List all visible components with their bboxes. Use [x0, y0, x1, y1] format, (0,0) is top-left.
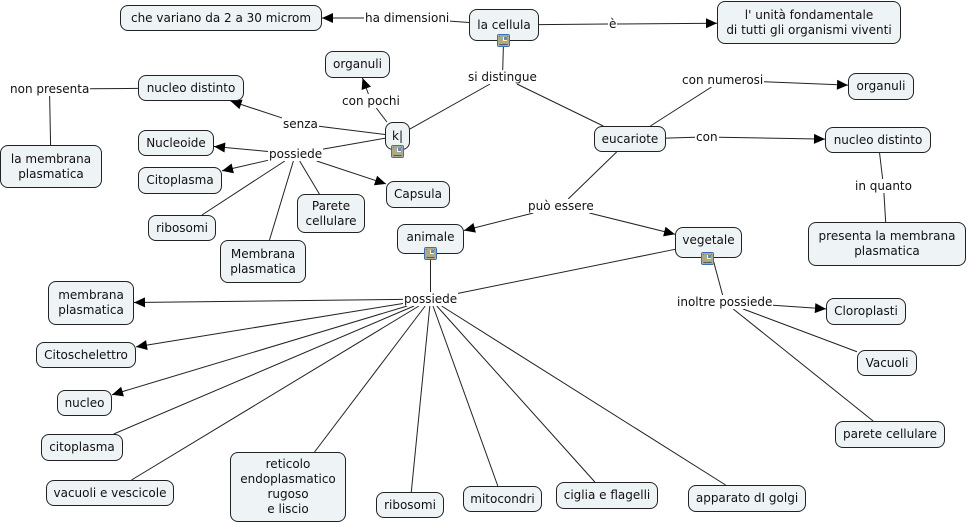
- arrowhead-icon: [836, 79, 848, 90]
- link-si-distingue[interactable]: si distingue: [467, 70, 538, 84]
- concept-eucariote[interactable]: eucariote: [594, 126, 666, 152]
- link-possiede-animale[interactable]: possiede: [403, 292, 459, 306]
- arrowhead-icon: [813, 133, 825, 144]
- concept-citoscheletro[interactable]: Citoschelettro: [36, 342, 136, 368]
- concept-membrana-plasmatica-animale[interactable]: membrana plasmatica: [48, 281, 134, 325]
- concept-citoplasma-procariote[interactable]: Citoplasma: [138, 167, 222, 194]
- connection-possiede_a-nucleo_a: [111, 305, 408, 396]
- concept-vacuoli-e-vescicole[interactable]: vacuoli e vescicole: [46, 480, 174, 506]
- concept-ribosomi-animale[interactable]: ribosomi: [376, 492, 444, 518]
- arrowhead-icon: [230, 99, 243, 110]
- concept-apparato-di-golgi[interactable]: apparato dI golgi: [688, 485, 806, 512]
- arrowhead-icon: [222, 163, 234, 174]
- connection-in_quanto-presenta_membrana: [883, 192, 887, 223]
- connection-vegetale-possiede_a: [457, 248, 676, 294]
- concept-nucleo[interactable]: nucleo: [57, 390, 112, 416]
- connection-eucariote-con_numerosi: [650, 86, 712, 127]
- connection-possiede_a-ribosomi_a: [410, 305, 431, 493]
- connection-possiede_p-ribosomi_p: [201, 160, 286, 216]
- connection-possiede_a-golgi: [441, 305, 726, 486]
- concept-citoplasma-animale[interactable]: citoplasma: [41, 434, 123, 461]
- concept-ciglia-e-flagelli[interactable]: ciglia e flagelli: [556, 482, 658, 509]
- link-senza[interactable]: senza: [282, 117, 319, 131]
- concept-la-membrana-plasmatica[interactable]: la membrana plasmatica: [0, 145, 102, 188]
- connection-procariote-con_pochi: [375, 107, 388, 123]
- connection-si_distingue-eucariote: [516, 83, 604, 127]
- connection-procariote-senza: [318, 125, 386, 135]
- connection-si_distingue-procariote: [409, 83, 491, 130]
- connection-eucariote-con: [665, 136, 696, 139]
- connection-possiede_a-vacuoli_vescicole: [131, 305, 420, 481]
- arrowhead-icon: [134, 297, 146, 308]
- link-ha-dimensioni[interactable]: ha dimensioni: [364, 11, 451, 25]
- concept-unita-fondamentale[interactable]: l' unità fondamentale di tutti gli organ…: [717, 1, 901, 44]
- link-possiede-procariote[interactable]: possiede: [268, 147, 324, 161]
- link-e[interactable]: è: [608, 17, 618, 31]
- arrowhead-icon: [705, 18, 717, 29]
- connection-puo_essere-vegetale: [589, 212, 676, 235]
- connection-possiede_a-reticolo: [314, 305, 426, 453]
- concept-membrana-plasmatica-procariote[interactable]: Membrana plasmatica: [220, 240, 306, 283]
- arrowhead-icon: [214, 142, 226, 153]
- connection-con-nucleo_distinto_e: [718, 136, 826, 140]
- connection-nucleo_distinto_e-in_quanto: [879, 152, 884, 180]
- concept-mitocondri[interactable]: mitocondri: [463, 486, 542, 512]
- link-in-quanto[interactable]: in quanto: [854, 179, 913, 193]
- concept-cloroplasti[interactable]: Cloroplasti: [826, 298, 906, 325]
- connection-possiede_p-membrana_p: [269, 160, 294, 241]
- concept-reticolo-endoplasmatico[interactable]: reticolo endoplasmatico rugoso e liscio: [230, 452, 346, 522]
- arrowhead-icon: [136, 340, 148, 351]
- concept-parete-cellulare-vegetale[interactable]: parete cellulare: [835, 421, 945, 448]
- concept-organuli-numerosi[interactable]: organuli: [848, 73, 914, 100]
- connection-inoltre_possiede-vacuoli_v: [742, 308, 858, 353]
- arrowhead-icon: [373, 175, 386, 186]
- connection-possiede_a-ciglia: [436, 305, 596, 483]
- concept-organuli-pochi[interactable]: organuli: [325, 51, 390, 78]
- concept-presenta-la-membrana[interactable]: presenta la membrana plasmatica: [808, 222, 966, 266]
- concept-capsula[interactable]: Capsula: [386, 181, 450, 208]
- document-image-icon[interactable]: [497, 34, 510, 47]
- connection-eucariote-puo_essere: [567, 151, 617, 200]
- arrowhead-icon: [112, 386, 124, 397]
- connection-possiede_a-citoplasma_a: [113, 305, 415, 435]
- connection-non_presenta-membrana_np: [49, 95, 52, 146]
- document-image-icon[interactable]: [424, 247, 437, 260]
- connection-con_numerosi-organuli_num: [763, 81, 849, 86]
- concept-animale[interactable]: animale: [397, 224, 464, 254]
- connection-possiede_p-capsula: [316, 160, 387, 185]
- link-non-presenta[interactable]: non presenta: [9, 82, 91, 96]
- connection-procariote-possiede_p: [322, 137, 386, 150]
- concept-nucleoide[interactable]: Nucleoide: [138, 130, 214, 156]
- connection-cellula-ha_dimensioni: [449, 20, 470, 23]
- connection-puo_essere-animale: [463, 212, 534, 232]
- link-inoltre-possiede[interactable]: inoltre possiede: [676, 295, 774, 309]
- arrowhead-icon: [361, 78, 371, 91]
- link-con-pochi[interactable]: con pochi: [341, 94, 401, 108]
- concept-nucleo-distinto-procariote[interactable]: nucleo distinto: [138, 75, 244, 101]
- link-con-numerosi[interactable]: con numerosi: [681, 73, 765, 87]
- connection-e-unita: [616, 22, 718, 25]
- connection-cellula-e: [538, 23, 609, 26]
- arrowhead-icon: [663, 226, 675, 237]
- concept-vacuoli[interactable]: Vacuoli: [857, 350, 917, 376]
- arrowhead-icon: [322, 13, 333, 23]
- concept-parete-cellulare-procariote[interactable]: Parete cellulare: [297, 194, 365, 233]
- concept-procariote[interactable]: k|: [385, 122, 410, 150]
- connection-possiede_a-membrana_a: [133, 298, 404, 303]
- link-puo-essere[interactable]: può essere: [527, 199, 595, 213]
- document-image-icon[interactable]: [391, 145, 404, 158]
- concept-dimensioni[interactable]: che variano da 2 a 30 microm: [120, 5, 322, 31]
- concept-ribosomi-procariote[interactable]: ribosomi: [148, 215, 216, 241]
- connection-vegetale-inoltre_possiede: [712, 257, 724, 296]
- link-con[interactable]: con: [695, 130, 719, 144]
- document-image-icon[interactable]: [701, 252, 714, 265]
- connection-inoltre_possiede-parete_v: [732, 308, 874, 422]
- arrowhead-icon: [464, 222, 476, 233]
- connection-possiede_a-mitocondri: [432, 305, 499, 487]
- arrowhead-icon: [814, 303, 826, 314]
- connection-possiede_a-citoscheletro: [135, 302, 404, 348]
- connection-possiede_p-parete_p: [299, 160, 320, 195]
- concept-nucleo-distinto-eucariote[interactable]: nucleo distinto: [825, 127, 931, 153]
